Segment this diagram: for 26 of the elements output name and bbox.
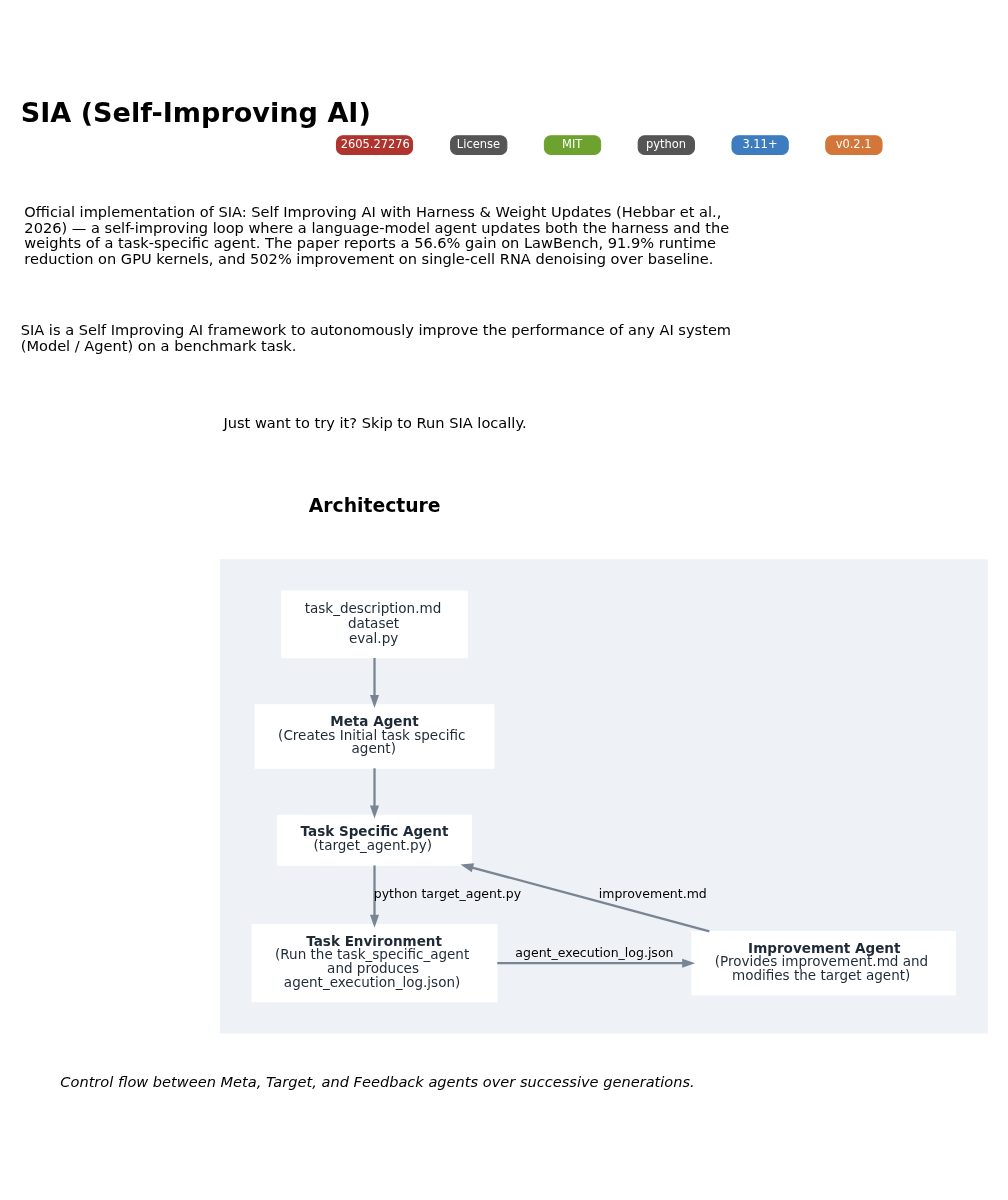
edge-label: agent_execution_log.json [515, 944, 674, 960]
label: Just want to try it? Skip to Run SIA locally. [223, 414, 527, 432]
label: Architecture [308, 495, 441, 517]
node-box: Improvement Agent (Provides improvement.md and modifies the target agent) [691, 930, 957, 996]
label: 2605.27276 [340, 137, 410, 152]
edge-label: python target_agent.py [373, 886, 522, 902]
node-box: Task Specific Agent (target_agent.py) [277, 814, 472, 866]
arrow [370, 768, 380, 819]
cluster [219, 559, 988, 1034]
arrow [370, 657, 380, 708]
edge-label: improvement.md [598, 886, 707, 902]
arrow [497, 958, 696, 968]
arrow [460, 863, 710, 933]
label: 3.11+ [742, 137, 778, 152]
node-box: Meta Agent (Creates Initial task specific agent) [254, 704, 495, 769]
diagram-title: SIA (Self-Improving AI) [20, 96, 371, 128]
label: License [456, 137, 501, 152]
label: python [645, 137, 687, 152]
arrow [370, 865, 380, 928]
label: v0.2.1 [835, 137, 872, 152]
label: Official implementation of SIA: Self Improving AI with Harness & Weight Updates (Hebbar et al., 2026) — a self-improving loop where a language-model agent updates both the harness and the weights of a task-specific agent. The paper reports a 56.6% gain on LawBench, 91.9% runtime reduction on GPU kernels, and 502% improvement on single-cell RNA denoising over baseline. [24, 203, 730, 268]
caption: Control flow between Meta, Target, and Feedback agents over successive generations. [60, 1072, 695, 1090]
node-box: task_description.md dataset eval.py [281, 590, 468, 659]
node-box: Task Environment (Run the task_specific_agent and produces agent_execution_log.json) [251, 924, 498, 1003]
label: SIA is a Self Improving AI framework to autonomously improve the performance of any AI system (Model / Agent) on a benchmark task. [20, 320, 732, 354]
label: MIT [562, 137, 583, 152]
